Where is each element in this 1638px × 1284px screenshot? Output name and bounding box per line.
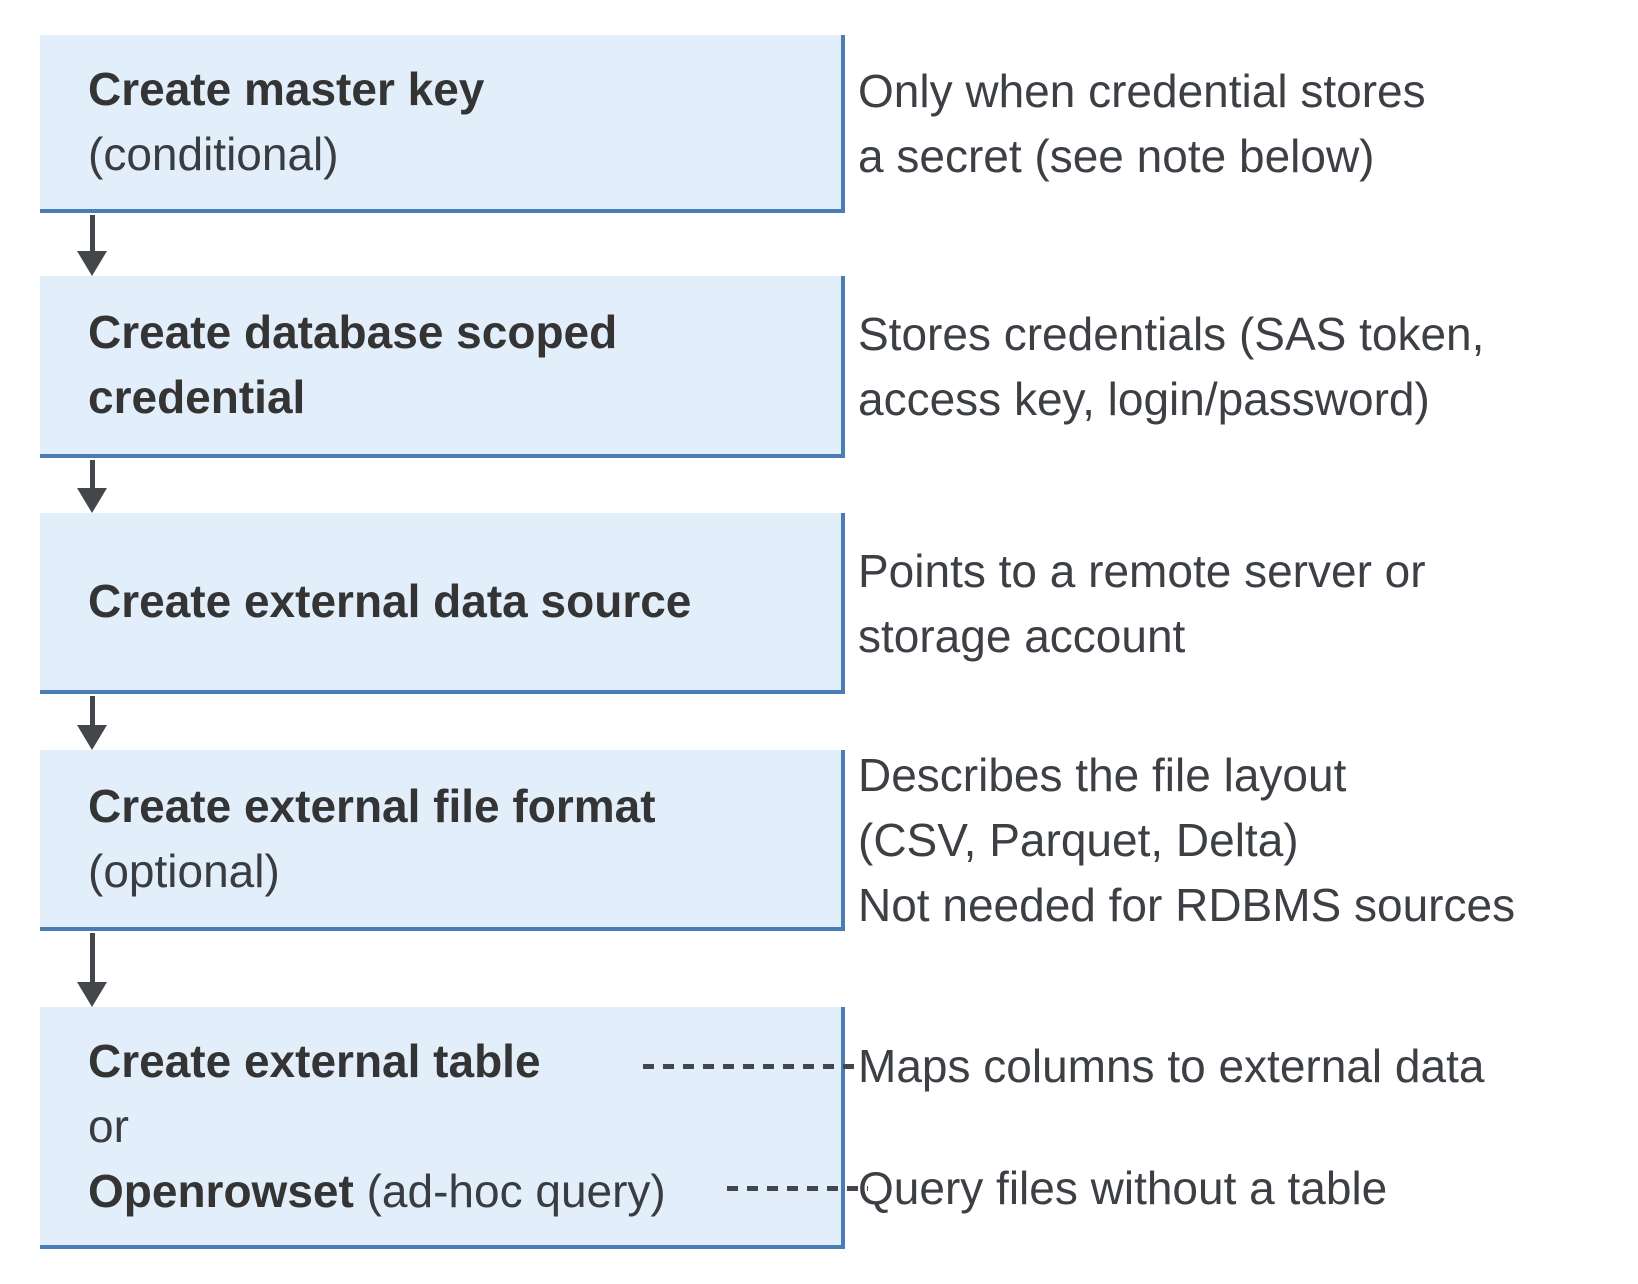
arrow-head-icon — [77, 488, 107, 513]
step-subtitle: (conditional) — [88, 128, 339, 180]
note-database-scoped-credential: Stores credentials (SAS token, access ke… — [858, 308, 1485, 425]
step-box-create-external-file-format: Create external file format (optional) — [40, 750, 845, 931]
note-master-key: Only when credential stores a secret (se… — [858, 65, 1426, 182]
step-line-or: or — [88, 1099, 129, 1152]
step-box-create-external-table-or-openrowset: Create external table or Openrowset (ad-… — [40, 1007, 845, 1249]
step-line-external-table: Create external table — [88, 1029, 841, 1094]
arrow-stem — [90, 933, 95, 984]
dashed-connector-openrowset — [727, 1186, 868, 1191]
arrow-stem — [90, 460, 95, 490]
arrow-head-icon — [77, 251, 107, 276]
arrow-stem — [90, 215, 95, 253]
step-line-openrowset: Openrowset (ad-hoc query) — [88, 1159, 841, 1224]
step-title: Create database scoped credential — [88, 306, 618, 423]
step-title: Create external data source — [88, 575, 692, 627]
step-box-create-database-scoped-credential: Create database scoped credential — [40, 276, 845, 458]
step-title: Create external file format — [88, 779, 656, 832]
dashed-connector-external-table — [643, 1064, 862, 1069]
step-alt-suffix: (ad-hoc query) — [353, 1164, 666, 1217]
step-alt-title: Openrowset — [88, 1164, 354, 1217]
arrow-head-icon — [77, 725, 107, 750]
flow-arrow-2 — [77, 460, 107, 513]
arrow-stem — [90, 696, 95, 727]
flow-arrow-3 — [77, 696, 107, 750]
flow-arrow-1 — [77, 215, 107, 276]
step-box-create-master-key: Create master key (conditional) — [40, 35, 845, 213]
step-title: Create master key — [88, 63, 485, 115]
note-external-data-source: Points to a remote server or storage acc… — [858, 544, 1426, 662]
flow-arrow-4 — [77, 933, 107, 1007]
note-openrowset: Query files without a table — [858, 1162, 1388, 1214]
step-box-create-external-data-source: Create external data source — [40, 513, 845, 694]
step-subtitle: (optional) — [88, 844, 280, 897]
step-title: Create external table — [88, 1034, 541, 1087]
note-external-file-format: Describes the file layout (CSV, Parquet,… — [858, 749, 1516, 931]
note-external-table: Maps columns to external data — [858, 1040, 1485, 1092]
arrow-head-icon — [77, 982, 107, 1007]
